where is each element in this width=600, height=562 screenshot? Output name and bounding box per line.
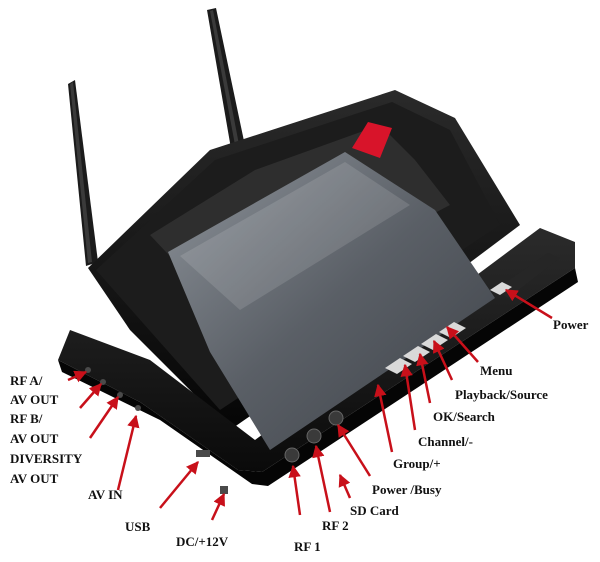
monitor-body (58, 228, 578, 486)
antenna-right (207, 8, 248, 166)
label-rf2: RF 2 (322, 518, 349, 533)
sunshade-tab (352, 122, 392, 158)
antenna-left (68, 80, 98, 266)
label-ok-search: OK/Search (433, 409, 496, 424)
screen-glare (180, 162, 410, 310)
label-rf-b-out: AV OUT (10, 431, 59, 446)
label-av-in: AV IN (88, 487, 123, 502)
label-playback-source: Playback/Source (455, 387, 548, 402)
callout-labels: Power Menu Playback/Source OK/Search Cha… (10, 317, 589, 554)
label-usb: USB (125, 519, 151, 534)
label-sd-card: SD Card (350, 503, 400, 518)
display-screen (168, 152, 495, 450)
label-menu: Menu (480, 363, 513, 378)
round-buttons (284, 410, 344, 463)
label-rf1: RF 1 (294, 539, 321, 554)
label-diversity: DIVERSITY (10, 451, 83, 466)
label-group-plus: Group/+ (393, 456, 441, 471)
label-dc-12v: DC/+12V (176, 534, 229, 549)
label-rf-a: RF A/ (10, 373, 43, 388)
label-rf-a-out: AV OUT (10, 392, 59, 407)
label-power: Power (553, 317, 589, 332)
label-power-busy: Power /Busy (372, 482, 442, 497)
label-diversity-out: AV OUT (10, 471, 59, 486)
label-rf-b: RF B/ (10, 411, 43, 426)
label-channel-minus: Channel/- (418, 434, 473, 449)
callout-arrows (67, 288, 553, 521)
